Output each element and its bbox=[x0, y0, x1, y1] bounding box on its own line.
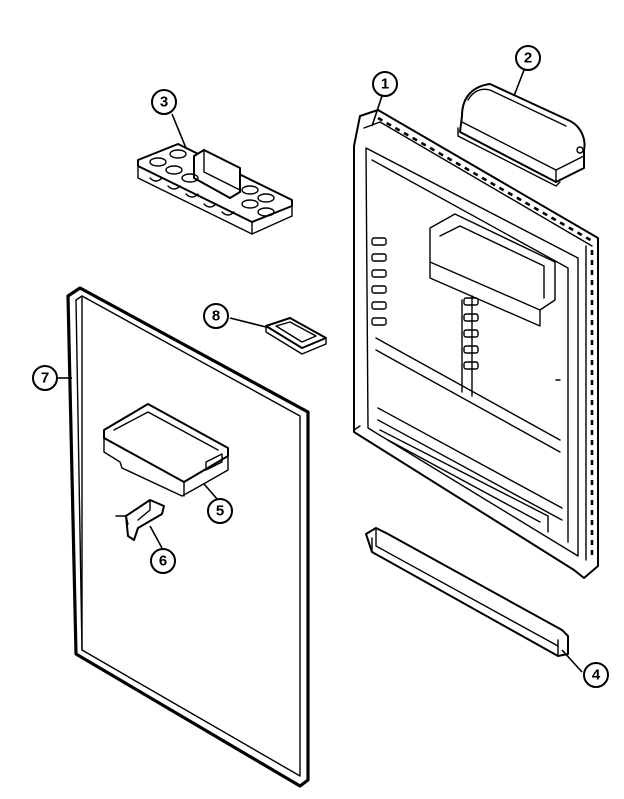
callout-3-label: 3 bbox=[160, 94, 168, 111]
shelf-clips-left bbox=[371, 237, 387, 326]
callout-1: 1 bbox=[372, 71, 398, 97]
callout-4-label: 4 bbox=[592, 667, 601, 684]
leader-lines bbox=[58, 69, 583, 673]
callout-5: 5 bbox=[207, 498, 233, 524]
dairy-door bbox=[457, 83, 586, 187]
butter-tray bbox=[265, 317, 327, 355]
callout-1-label: 1 bbox=[381, 76, 389, 93]
callout-2-label: 2 bbox=[524, 50, 532, 67]
callout-8: 8 bbox=[203, 303, 229, 329]
door-liner bbox=[353, 109, 599, 579]
callout-6-label: 6 bbox=[159, 553, 167, 570]
callout-7: 7 bbox=[32, 365, 58, 391]
door-gasket bbox=[66, 286, 310, 788]
callout-7-label: 7 bbox=[41, 370, 49, 387]
callout-6: 6 bbox=[150, 548, 176, 574]
callout-2: 2 bbox=[515, 45, 541, 71]
callout-3: 3 bbox=[151, 89, 177, 115]
callout-5-label: 5 bbox=[216, 503, 224, 520]
callout-4: 4 bbox=[583, 662, 609, 688]
shelf-clips-right bbox=[463, 297, 479, 370]
bin-clip bbox=[115, 499, 165, 541]
callout-8-label: 8 bbox=[212, 308, 220, 325]
door-bin bbox=[103, 403, 229, 497]
bottom-trim bbox=[365, 527, 569, 657]
egg-tray bbox=[137, 143, 293, 235]
